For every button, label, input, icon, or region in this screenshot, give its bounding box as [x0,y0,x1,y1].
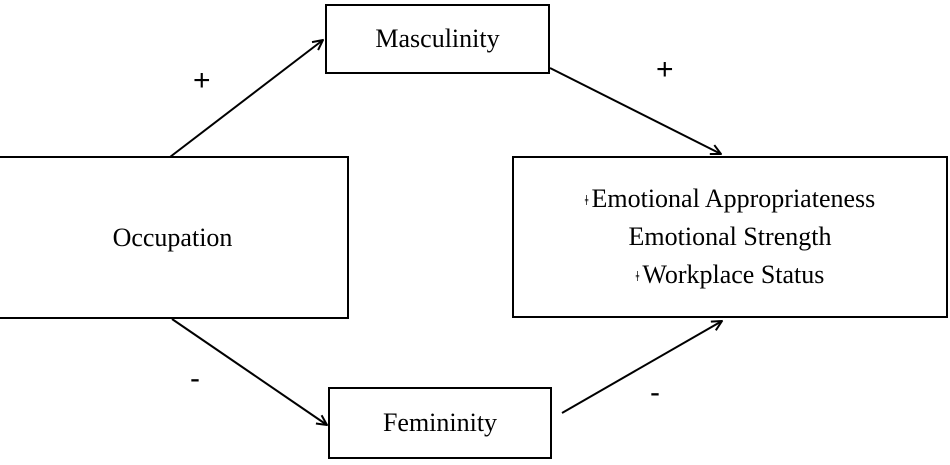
arrow-masculinity-to-outcomes [549,67,721,154]
arrow-occupation-to-masculinity [169,40,323,158]
masculinity-label: Masculinity [375,24,500,54]
path-sign-femininity-outcomes: - [650,376,660,409]
arrow-occupation-to-femininity [171,318,327,425]
path-sign-occupation-femininity: - [190,362,200,395]
femininity-label: Femininity [382,408,498,438]
outcome-emotional-strength: Emotional Strength [629,218,832,256]
path-sign-occupation-masculinity: + [193,64,211,97]
occupation-box: Occupation [0,156,349,319]
outcome-label: Emotional Strength [628,222,832,252]
arrow-femininity-to-outcomes [561,321,722,414]
significance-marker: ǂ [635,268,640,285]
femininity-box: Femininity [328,387,552,459]
occupation-label: Occupation [112,222,233,252]
path-sign-masculinity-outcomes: + [656,53,674,86]
masculinity-box: Masculinity [325,4,550,74]
significance-marker: ǂ [584,193,589,210]
outcome-label: Emotional Appropriateness [591,184,876,214]
outcome-label: Workplace Status [642,259,825,289]
